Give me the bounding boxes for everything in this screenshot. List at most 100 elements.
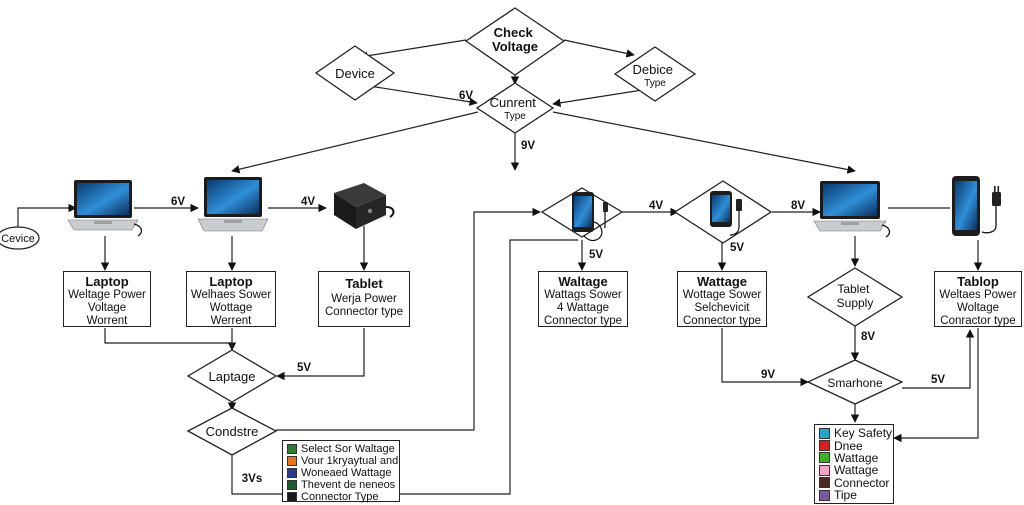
edge-label-9v-mid: 9V [521, 140, 535, 152]
decision-check-voltage [464, 7, 566, 76]
legend-item-label: Thevent de neneos [301, 479, 396, 491]
legend-swatch [287, 480, 297, 490]
box-wattage-2-line: Selchevicit [694, 302, 750, 314]
edge-devicetype-to-current [552, 87, 656, 107]
legend-item: Key Safety [819, 426, 893, 441]
box-laptop-1-line: Voltage [87, 302, 127, 314]
box-laptop-1-line: Weltage Power [68, 289, 146, 301]
box-wattage-1: Waltage Wattags Sower 4 Wattage Connecto… [538, 271, 628, 327]
legend-item: Thevent de neneos [287, 479, 395, 491]
legend-item-label: Dnee [834, 438, 863, 453]
check-label-line2: Voltage [492, 39, 538, 54]
edge-current-to-laptop3 [552, 111, 856, 174]
legend-item-label: Wattage [834, 450, 879, 465]
edge-tablop-to-legend [893, 328, 979, 443]
box-wattage-1-line: Connector type [544, 315, 622, 327]
decision-tablet-supply [806, 267, 904, 327]
check-label-line1: Check [494, 25, 534, 40]
decision-device-label: Device [335, 66, 375, 81]
start-oval [0, 226, 40, 250]
legend-left: Select Sor Waltage Vour 1kryaytual and W… [282, 440, 400, 503]
laptop-icon [813, 181, 891, 238]
decision-condstre-label: Condstre [206, 424, 259, 439]
box-tablop-title: Tablop [957, 274, 999, 289]
box-tablop-line: Woltage [957, 302, 999, 314]
edge-check-to-device [359, 39, 467, 60]
legend-item: Connector [819, 477, 889, 489]
diamonds [186, 7, 904, 456]
legend-right: Key Safety Dnee Wattage Wattage Connecto… [814, 424, 894, 504]
decision-smarhone [806, 359, 904, 405]
box-laptop-1-title: Laptop [85, 274, 129, 289]
box-laptop-1: Laptop Weltage Power Voltage Worrent [63, 271, 151, 327]
legend-swatch [287, 456, 297, 466]
smartphone-charger-icon [710, 191, 742, 236]
legend-item: Select Sor Waltage [287, 443, 395, 455]
edge-condstre-to-phone [473, 207, 541, 430]
legend-item: Tipe [819, 489, 889, 501]
box-wattage-1-line: Wattags Sower [544, 289, 622, 301]
power-adapter-icon [334, 183, 395, 229]
box-tablet-title: Tablet [345, 276, 383, 291]
current-label-line1: Cunrent [490, 95, 537, 110]
box-wattage-2-title: Wattage [696, 274, 748, 289]
box-tablop-line: Conractor type [940, 315, 1016, 327]
legend-item: Dnee [819, 438, 889, 453]
decision-laptage-label: Laptage [209, 369, 256, 384]
edge-tablet-to-laptage [276, 328, 365, 381]
tablet-charger-icon [952, 176, 1001, 236]
legend-item: Wattage [819, 464, 889, 476]
decision-device-type-label: Debice Type [633, 61, 678, 89]
supply-label-line2: Supply [837, 296, 874, 310]
decision-smarhone-label: Smarhone [827, 376, 883, 390]
decision-device [314, 45, 396, 101]
box-wattage-1-line: 4 Wattage [557, 302, 609, 314]
legend-item-label: Connector Type [301, 491, 379, 503]
decision-current-type-label: Cunrent Type [490, 94, 541, 122]
legend-swatch [287, 492, 297, 502]
edge-label-5v-phone: 5V [589, 249, 603, 261]
box-tablet-line: Werja Power [331, 293, 397, 305]
box-laptop-2: Laptop Welhaes Sower Wottage Werrent [186, 271, 276, 327]
legend-swatch [287, 468, 297, 478]
decision-tablet-supply-label: Tablet Supply [837, 282, 874, 310]
legend-item-label: Woneaed Wattage [301, 467, 392, 479]
legend-swatch [819, 477, 830, 489]
legend-item-label: Select Sor Waltage [301, 443, 395, 455]
edge-label-5v-tablet: 5V [730, 242, 744, 254]
edge-legend-to-phone [400, 239, 578, 495]
edge-label-4v-phones: 4V [649, 200, 663, 212]
legend-swatch [819, 489, 830, 501]
legend-item-label: Connector [834, 475, 890, 490]
legend-swatch [819, 427, 830, 439]
legend-swatch [287, 444, 297, 454]
box-tablet-line: Connector type [325, 306, 403, 318]
legend-swatch [819, 464, 830, 476]
box-wattage-1-title: Waltage [558, 274, 608, 289]
edge-label-4v-charger: 4V [301, 196, 315, 208]
edge-labels: 6V 9V 6V 4V 4V 8V 5V 5V 5V 8V 9V 5V 3Vs [171, 90, 945, 485]
box-wattage-2-line: Connector type [683, 315, 761, 327]
decision-device-type [613, 46, 697, 102]
box-wattage-2-line: Wottage Sower [682, 289, 762, 301]
legend-item: Woneaed Wattage [287, 467, 395, 479]
decision-condstre [186, 407, 278, 456]
supply-label-line1: Tablet [837, 282, 870, 296]
legend-item-label: Key Safety [834, 426, 893, 441]
edge-check-to-devicetype [563, 39, 635, 58]
decision-laptage [186, 349, 278, 403]
legend-item-label: Vour 1kryaytual and [301, 455, 399, 467]
start-oval-label: Cevice [1, 233, 35, 245]
box-tablop: Tablop Weltaes Power Woltage Conractor t… [934, 271, 1022, 327]
edge-wattage-to-smarhone [721, 328, 809, 387]
box-laptop-1-line: Worrent [86, 315, 128, 327]
edge-label-6v-laptops: 6V [171, 196, 185, 208]
decision-current-type [475, 82, 555, 134]
edge-smarhone-to-tablop [902, 329, 975, 389]
diamond-labels: Check Voltage Device Debice Type Cunrent… [206, 25, 883, 439]
current-label-line2: Type [504, 111, 526, 122]
legend-item-label: Tipe [834, 488, 857, 503]
edge-laptop1-to-laptage [104, 328, 237, 351]
legend-item-label: Wattage [834, 463, 879, 478]
